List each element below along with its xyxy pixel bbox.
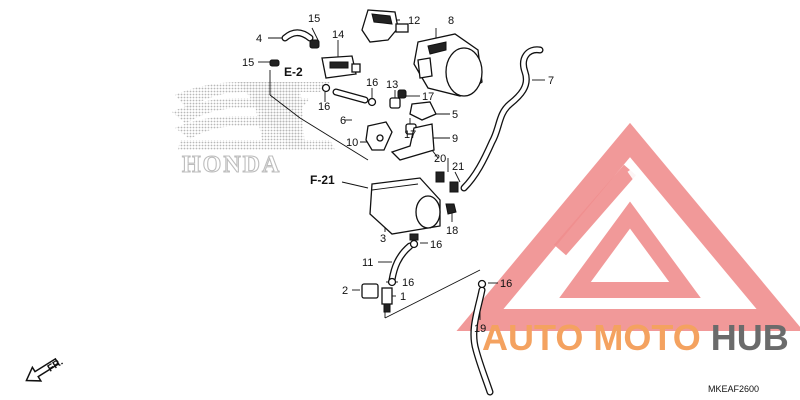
automotohub-triangle-logo [456,122,800,331]
watermark-hub: HUB [711,317,789,358]
automotohub-wordmark: AUTO MOTO HUB [482,317,789,358]
callout-15-top: 15 [308,13,320,25]
callout-2: 2 [342,285,348,297]
filter-1 [381,287,393,313]
callout-5: 5 [452,109,458,121]
callout-14: 14 [332,29,344,41]
hose-7 [460,46,544,192]
callout-6: 6 [340,115,346,127]
callout-7: 7 [548,75,554,87]
bracket-10 [365,121,393,151]
callout-18: 18 [446,225,458,237]
bracket-5 [409,101,437,121]
hose-11 [388,242,414,284]
fitting-13 [389,97,401,109]
watermark-auto: AUTO [482,317,583,358]
callout-11: 11 [362,257,373,269]
callout-9: 9 [452,133,458,145]
front-label: FR. [46,357,66,375]
hose-6 [332,88,369,104]
clip-16-hose6 [367,97,377,107]
callout-1: 1 [400,291,406,303]
stay-9 [390,123,435,161]
callout-4: 4 [256,33,262,45]
clip-16-canister [409,239,419,249]
purge-valve-12 [361,9,409,43]
callout-16-canister: 16 [430,239,442,251]
diagram-code: MKEAF2600 [708,384,759,394]
front-arrow-icon [25,357,60,382]
canister-3 [369,177,441,241]
callout-16-filter: 16 [402,277,414,289]
callout-16-hose6: 16 [366,77,378,89]
clip-15-left [269,59,280,67]
honda-logo-text: HONDA [182,152,281,178]
ref-e2: E-2 [284,65,303,79]
callout-17-top: 17 [422,91,434,103]
callout-13: 13 [386,79,398,91]
cap-2 [361,283,379,299]
ref-f21: F-21 [310,173,335,187]
clip-15-top [309,39,320,49]
canister-cover-8 [413,33,483,97]
callout-3: 3 [380,233,386,245]
callout-21: 21 [452,161,464,173]
solenoid-14 [321,55,361,79]
clip-16-e2 [321,83,331,93]
honda-wing-logo [172,82,335,150]
hose-4 [281,29,314,42]
callout-15-left: 15 [242,57,254,69]
clip-18 [445,203,457,215]
callout-10: 10 [346,137,358,149]
hose-19 [470,286,494,396]
clip-16-filter [387,277,397,287]
clip-16-hose19 [477,279,487,289]
callout-17-bottom: 17 [404,129,416,141]
callout-16-hose19: 16 [500,278,512,290]
fitting-17-top [397,89,407,99]
bolt-20 [435,171,459,193]
callout-20: 20 [434,153,446,165]
watermark-moto: MOTO [593,317,700,358]
callout-12: 12 [408,15,420,27]
callout-19: 19 [474,323,486,335]
callout-8: 8 [448,15,454,27]
callout-16-e2: 16 [318,101,330,113]
